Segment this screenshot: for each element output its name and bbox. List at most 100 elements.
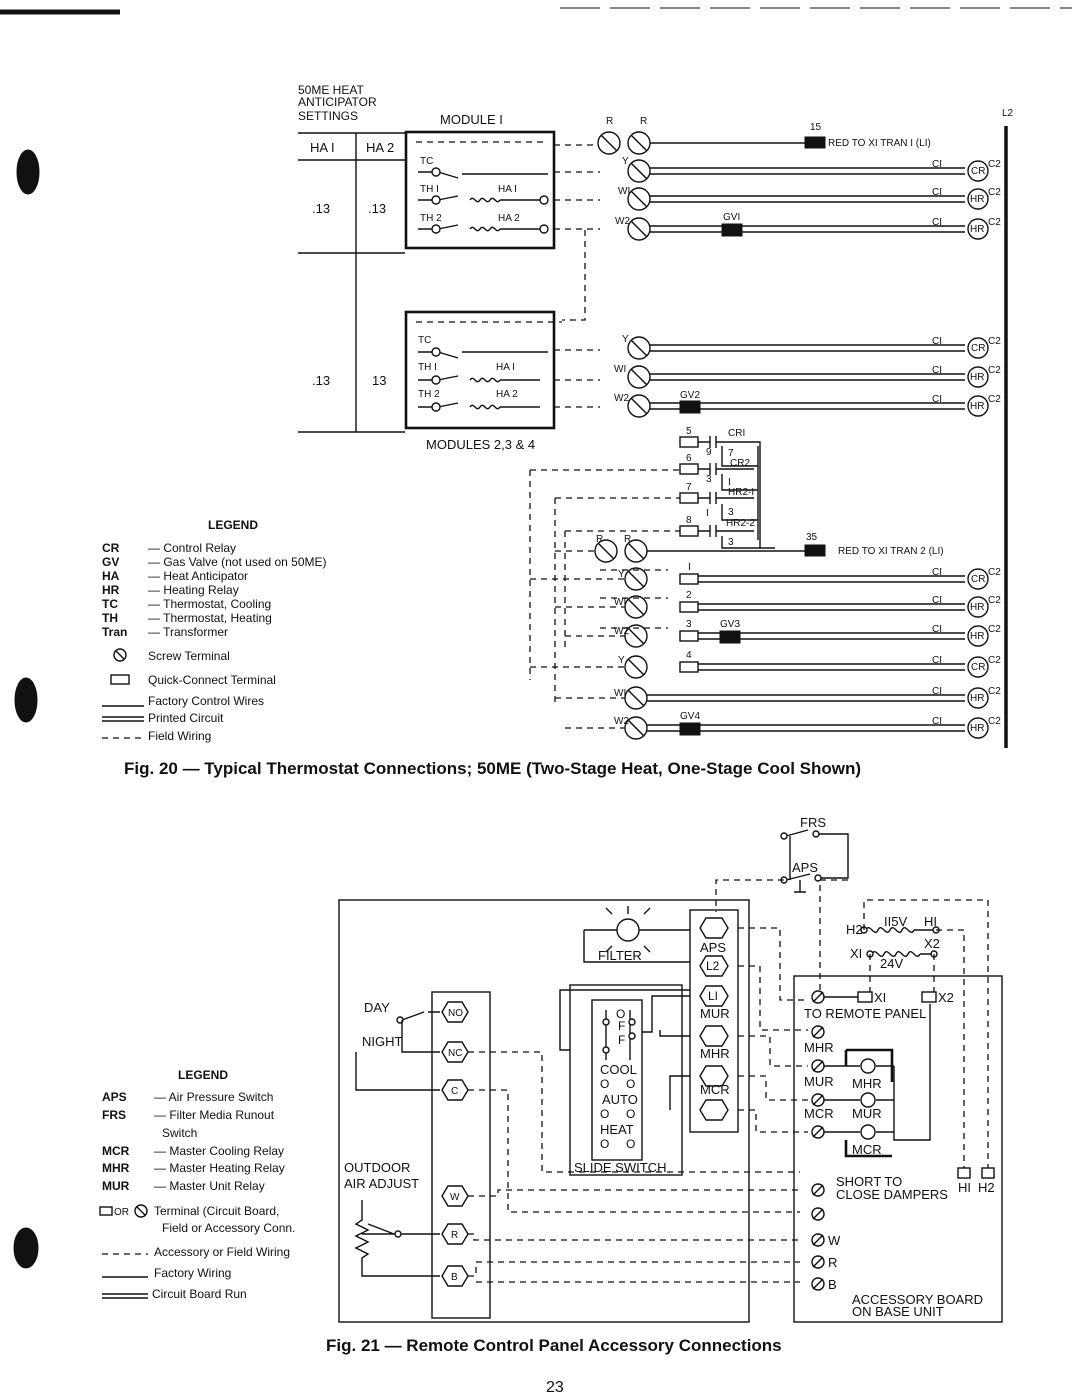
svg-text:APS: APS bbox=[700, 940, 726, 955]
svg-text:Circuit Board Run: Circuit Board Run bbox=[152, 1287, 247, 1301]
relay-contacts: 5 CRI 9 6 7 CR2 3 7 I HR2-I I 3 8 HR2-2 … bbox=[679, 426, 775, 549]
svg-text:C2: C2 bbox=[988, 716, 1001, 727]
svg-text:CLOSE DAMPERS: CLOSE DAMPERS bbox=[836, 1187, 948, 1202]
svg-text:APS: APS bbox=[102, 1090, 127, 1104]
svg-text:GV2: GV2 bbox=[680, 390, 700, 401]
svg-text:WI: WI bbox=[618, 186, 630, 197]
svg-text:Y: Y bbox=[622, 334, 629, 345]
svg-text:DAY: DAY bbox=[364, 1000, 390, 1015]
svg-text:COOL: COOL bbox=[600, 1062, 637, 1077]
page-number: 23 bbox=[546, 1379, 564, 1396]
svg-text:3: 3 bbox=[728, 537, 734, 548]
svg-text:CI: CI bbox=[932, 716, 942, 727]
svg-text:CI: CI bbox=[932, 217, 942, 228]
aps-label: APS bbox=[792, 860, 818, 875]
svg-text:24V: 24V bbox=[880, 956, 903, 971]
svg-text:C2: C2 bbox=[988, 159, 1001, 170]
svg-text:W2: W2 bbox=[614, 716, 629, 727]
red-tran1-label: RED TO XI TRAN I (LI) bbox=[828, 138, 931, 149]
svg-text:Field Wiring: Field Wiring bbox=[148, 729, 211, 743]
svg-text:TH 2: TH 2 bbox=[418, 389, 440, 400]
svg-text:ON BASE UNIT: ON BASE UNIT bbox=[852, 1304, 944, 1319]
svg-text:— Thermostat, Heating: — Thermostat, Heating bbox=[148, 611, 272, 625]
svg-text:XI: XI bbox=[874, 990, 886, 1005]
svg-text:Factory Wiring: Factory Wiring bbox=[154, 1266, 231, 1280]
row2-ha2: 13 bbox=[372, 373, 386, 388]
svg-text:8: 8 bbox=[686, 515, 692, 526]
svg-text:GV4: GV4 bbox=[680, 711, 700, 722]
svg-text:9: 9 bbox=[706, 447, 712, 458]
svg-text:4: 4 bbox=[686, 650, 692, 661]
svg-text:— Control Relay: — Control Relay bbox=[148, 541, 236, 555]
svg-text:3: 3 bbox=[706, 474, 712, 485]
slide-switch: O F F COOL O O AUTO O O HEAT O O SLIDE S… bbox=[559, 984, 690, 1176]
svg-text:HR: HR bbox=[970, 401, 984, 412]
svg-text:W2: W2 bbox=[614, 626, 629, 637]
svg-text:C2: C2 bbox=[988, 655, 1001, 666]
settings-table: HA I HA 2 .13 .13 .13 13 bbox=[298, 132, 405, 433]
svg-text:— Thermostat, Cooling: — Thermostat, Cooling bbox=[148, 597, 271, 611]
transformer: II5V HI H2 X2 XI 24V bbox=[846, 899, 989, 1168]
svg-text:Y: Y bbox=[618, 569, 625, 580]
svg-text:TH 2: TH 2 bbox=[420, 213, 442, 224]
accessory-board: XI X2 TO REMOTE PANEL MHR MUR MCR MHR MU… bbox=[793, 975, 1003, 1323]
settings-title-1: 50ME HEAT bbox=[298, 83, 364, 97]
svg-text:Y: Y bbox=[618, 655, 625, 666]
svg-text:MHR: MHR bbox=[102, 1161, 130, 1175]
svg-text:R: R bbox=[606, 116, 613, 127]
svg-text:L2: L2 bbox=[706, 959, 720, 973]
svg-text:TC: TC bbox=[418, 335, 431, 346]
svg-text:HA I: HA I bbox=[498, 184, 517, 195]
svg-text:TH I: TH I bbox=[420, 184, 439, 195]
binder-hole bbox=[14, 677, 38, 723]
svg-text:— Heat Anticipator: — Heat Anticipator bbox=[148, 569, 248, 583]
module34-wiring: R R 35 RED TO XI TRAN 2 (LI) Y I WI 2 W2… bbox=[530, 532, 965, 740]
module1-thermostat: TC TH I HA I TH 2 HA 2 bbox=[404, 130, 556, 250]
fig20-caption: Fig. 20 — Typical Thermostat Connections… bbox=[124, 759, 861, 778]
svg-text:MCR: MCR bbox=[852, 1142, 882, 1157]
svg-text:C: C bbox=[451, 1086, 458, 1097]
svg-text:XI: XI bbox=[850, 946, 862, 961]
svg-text:HR: HR bbox=[970, 723, 984, 734]
svg-text:C2: C2 bbox=[988, 686, 1001, 697]
svg-text:15: 15 bbox=[810, 122, 822, 133]
svg-text:Terminal (Circuit Board,: Terminal (Circuit Board, bbox=[154, 1204, 279, 1218]
svg-text:R: R bbox=[828, 1255, 837, 1270]
svg-text:— Master Cooling Relay: — Master Cooling Relay bbox=[154, 1144, 284, 1158]
svg-text:HR: HR bbox=[970, 194, 984, 205]
col-ha2: HA 2 bbox=[366, 140, 394, 155]
svg-text:NIGHT: NIGHT bbox=[362, 1034, 403, 1049]
svg-text:MUR: MUR bbox=[852, 1106, 882, 1121]
svg-text:TC: TC bbox=[102, 597, 118, 611]
svg-text:TH: TH bbox=[102, 611, 118, 625]
svg-text:MCR: MCR bbox=[804, 1106, 834, 1121]
svg-text:GV: GV bbox=[102, 555, 119, 569]
svg-text:O: O bbox=[616, 1007, 625, 1021]
left-terminal-strip: DAY NIGHT NO NC C W R B OUTDOOR AIR ADJU… bbox=[344, 991, 491, 1319]
svg-text:C2: C2 bbox=[988, 624, 1001, 635]
svg-text:HA: HA bbox=[102, 569, 120, 583]
svg-text:— Gas Valve (not used on 50ME): — Gas Valve (not used on 50ME) bbox=[148, 555, 327, 569]
module2-wiring: Y WI W2 GV2 bbox=[614, 334, 965, 418]
settings-title-2: ANTICIPATOR bbox=[298, 95, 377, 109]
svg-text:R: R bbox=[451, 1230, 458, 1241]
svg-text:H2: H2 bbox=[846, 922, 863, 937]
svg-text:W: W bbox=[450, 1192, 460, 1203]
svg-text:MHR: MHR bbox=[700, 1046, 730, 1061]
svg-text:WI: WI bbox=[614, 597, 626, 608]
svg-text:— Master Heating Relay: — Master Heating Relay bbox=[154, 1161, 285, 1175]
svg-text:MHR: MHR bbox=[804, 1040, 834, 1055]
svg-text:B: B bbox=[451, 1272, 458, 1283]
svg-text:HR2-2: HR2-2 bbox=[726, 518, 755, 529]
svg-text:X2: X2 bbox=[924, 936, 940, 951]
module1-wiring: R R 15 RED TO XI TRAN I (LI) Y WI W2 GVI bbox=[597, 116, 965, 241]
svg-text:OUTDOOR: OUTDOOR bbox=[344, 1160, 410, 1175]
fig21-legend: LEGEND APS — Air Pressure Switch FRS — F… bbox=[99, 1068, 295, 1301]
svg-text:FRS: FRS bbox=[102, 1108, 126, 1122]
svg-text:HA I: HA I bbox=[496, 362, 515, 373]
svg-text:7: 7 bbox=[728, 448, 734, 459]
binder-hole bbox=[16, 149, 40, 195]
svg-text:W2: W2 bbox=[615, 216, 630, 227]
svg-text:HEAT: HEAT bbox=[600, 1122, 634, 1137]
svg-text:O O: O O bbox=[600, 1137, 635, 1151]
